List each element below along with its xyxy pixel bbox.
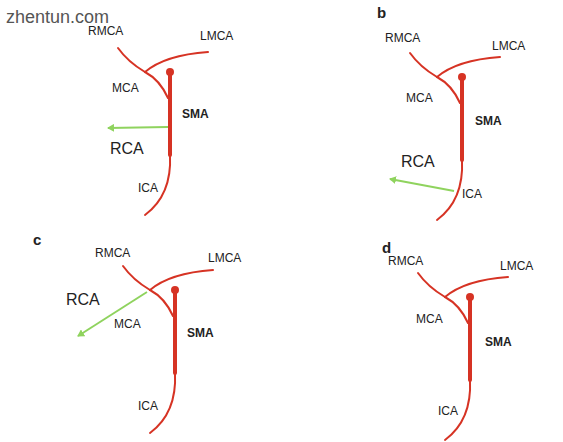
artery-label: LMCA — [492, 40, 525, 53]
panel-letter: b — [377, 5, 386, 22]
artery-label: MCA — [406, 92, 433, 105]
artery-label: ICA — [462, 188, 482, 201]
artery-label: SMA — [182, 108, 209, 121]
vessel-tree — [123, 266, 213, 433]
artery-label: LMCA — [200, 30, 233, 43]
artery-label: SMA — [187, 327, 214, 340]
vessel-tree — [418, 273, 508, 440]
artery-label: RMCA — [88, 25, 123, 38]
artery-label: LMCA — [500, 260, 533, 273]
artery-label: RMCA — [388, 255, 423, 268]
rca-arrow — [108, 127, 168, 128]
artery-label: MCA — [416, 313, 443, 326]
artery-label: SMA — [485, 336, 512, 349]
artery-label: SMA — [475, 115, 502, 128]
vessel-tree — [410, 53, 500, 220]
artery-label: LMCA — [208, 252, 241, 265]
rca-arrow — [390, 179, 454, 191]
artery-label: MCA — [114, 318, 141, 331]
artery-label: RCA — [401, 153, 435, 171]
artery-label: RCA — [66, 291, 100, 309]
artery-label: RMCA — [95, 247, 130, 260]
artery-label: ICA — [138, 182, 158, 195]
artery-label: RMCA — [385, 32, 420, 45]
artery-label: MCA — [112, 82, 139, 95]
artery-label: RCA — [110, 140, 144, 158]
artery-label: ICA — [438, 405, 458, 418]
artery-label: ICA — [138, 400, 158, 413]
vessel-tree — [118, 48, 208, 215]
panel-letter: c — [33, 232, 41, 249]
